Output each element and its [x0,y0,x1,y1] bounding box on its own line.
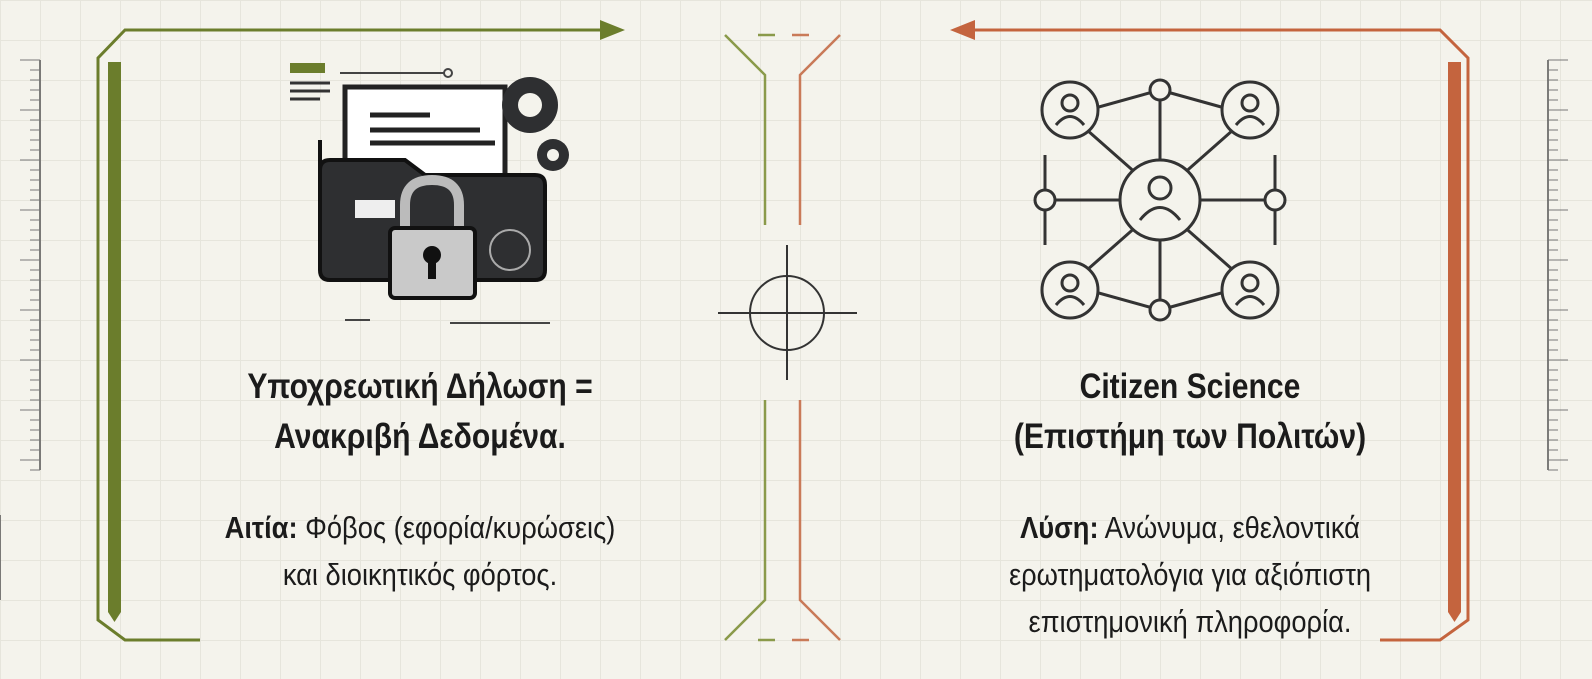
left-frame [96,28,600,642]
left-body: Αιτία: Φόβος (εφορία/κυρώσεις) και διοικ… [156,504,684,598]
right-body: Λύση: Ανώνυμα, εθελοντικά ερωτηματολόγια… [926,504,1454,645]
locked-folder-document-icon [290,63,569,324]
right-progress-bar [1448,62,1461,612]
left-title-line1: Υποχρεωτική Δήλωση = [247,367,593,406]
crosshair-icon [718,245,857,380]
right-title-line2: (Επιστήμη των Πολιτών) [1013,417,1367,456]
right-frame [975,28,1470,642]
left-body-line1: Φόβος (εφορία/κυρώσεις) [297,510,616,545]
solution-label: Λύση: [1020,510,1099,545]
cause-label: Αιτία: [224,510,298,545]
left-arrow-icon [950,20,975,40]
right-body-line2: ερωτηματολόγια για αξιόπιστη [1008,557,1372,592]
left-title-line2: Ανακριβή Δεδομένα. [274,417,566,456]
right-body-line3: επιστημονική πληροφορία. [1028,604,1352,639]
left-title: Υποχρεωτική Δήλωση = Ανακριβή Δεδομένα. [196,362,643,462]
citizen-network-icon [1033,78,1287,322]
right-body-line1: Ανώνυμα, εθελοντικά [1098,510,1360,545]
right-arrow-icon [600,20,625,40]
right-title: Citizen Science (Επιστήμη των Πολιτών) [966,362,1413,462]
left-progress-bar [108,62,121,612]
left-body-line2: και διοικητικός φόρτος. [282,557,558,592]
right-title-line1: Citizen Science [1079,367,1301,406]
